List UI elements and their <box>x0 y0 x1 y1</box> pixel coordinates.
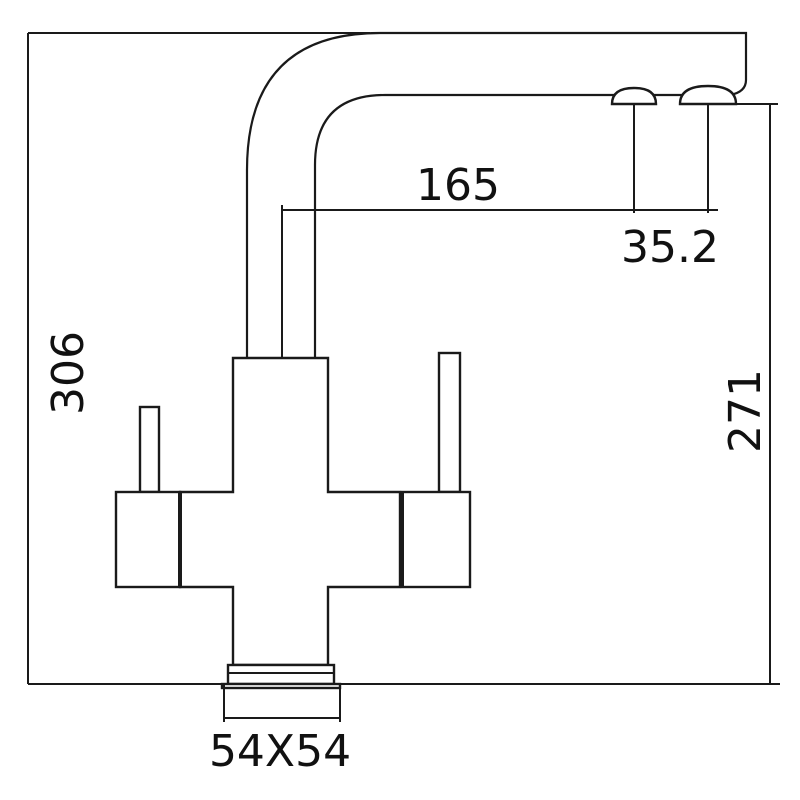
base-plate <box>220 663 342 690</box>
base-dimension <box>223 684 341 722</box>
tap-body <box>178 356 402 667</box>
spout-height-label: 271 <box>720 369 771 453</box>
spout <box>245 31 748 358</box>
base-size-label: 54X54 <box>209 726 351 777</box>
total-height-label: 306 <box>43 331 94 415</box>
outlet-spacing-label: 35.2 <box>621 222 719 273</box>
spout-reach-label: 165 <box>416 160 500 211</box>
outlet-nozzles <box>610 84 738 213</box>
spout-reach-dimension <box>281 205 718 358</box>
overall-frame <box>27 32 780 685</box>
left-handle <box>114 405 182 589</box>
right-handle <box>400 351 472 589</box>
spout-height-dimension <box>736 103 778 684</box>
